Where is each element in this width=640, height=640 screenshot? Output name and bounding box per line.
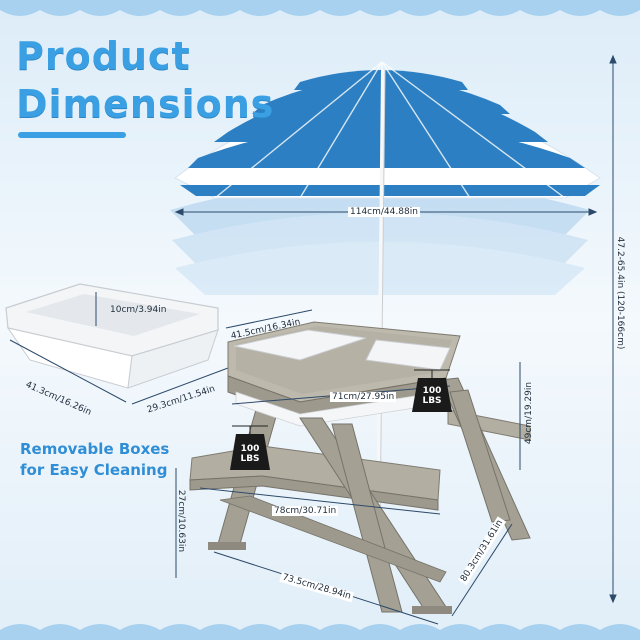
weight-icon-table bbox=[412, 369, 452, 412]
table-height-label: 49cm/19.29in bbox=[524, 381, 534, 445]
bench-length-label: 78cm/30.71in bbox=[272, 506, 339, 516]
title-line-1: Product bbox=[16, 34, 191, 78]
caption-line-1: Removable Boxes bbox=[20, 440, 170, 458]
removable-box bbox=[5, 283, 219, 389]
table-weight-value: 100 bbox=[422, 386, 442, 396]
picnic-table bbox=[189, 321, 531, 614]
top-wave-border bbox=[0, 0, 640, 16]
weight-icon-bench bbox=[230, 425, 270, 470]
table-weight-label: 100 LBS bbox=[417, 386, 447, 406]
title-line-2: Dimensions bbox=[16, 82, 275, 126]
umbrella-pole bbox=[376, 69, 385, 531]
umbrella-canopy bbox=[174, 61, 601, 199]
title-underline bbox=[18, 132, 126, 138]
umbrella-width-label: 114cm/44.88in bbox=[348, 207, 420, 217]
caption-line-2: for Easy Cleaning bbox=[20, 461, 168, 479]
box-height-label: 10cm/3.94in bbox=[110, 305, 167, 315]
bench-weight-value: 100 bbox=[240, 444, 260, 454]
box-dimension-lines bbox=[9, 292, 229, 405]
total-height-label: 47.2-65.4in (120-166cm) bbox=[615, 236, 625, 350]
total-height-arrow bbox=[609, 54, 617, 604]
table-weight-unit: LBS bbox=[422, 396, 442, 406]
bench-weight-label: 100 LBS bbox=[235, 444, 265, 464]
bottom-wave-border bbox=[0, 624, 640, 640]
bench-weight-unit: LBS bbox=[240, 454, 260, 464]
seat-height-label: 27cm/10.63in bbox=[176, 489, 186, 553]
table-length-label: 71cm/27.95in bbox=[330, 392, 397, 402]
